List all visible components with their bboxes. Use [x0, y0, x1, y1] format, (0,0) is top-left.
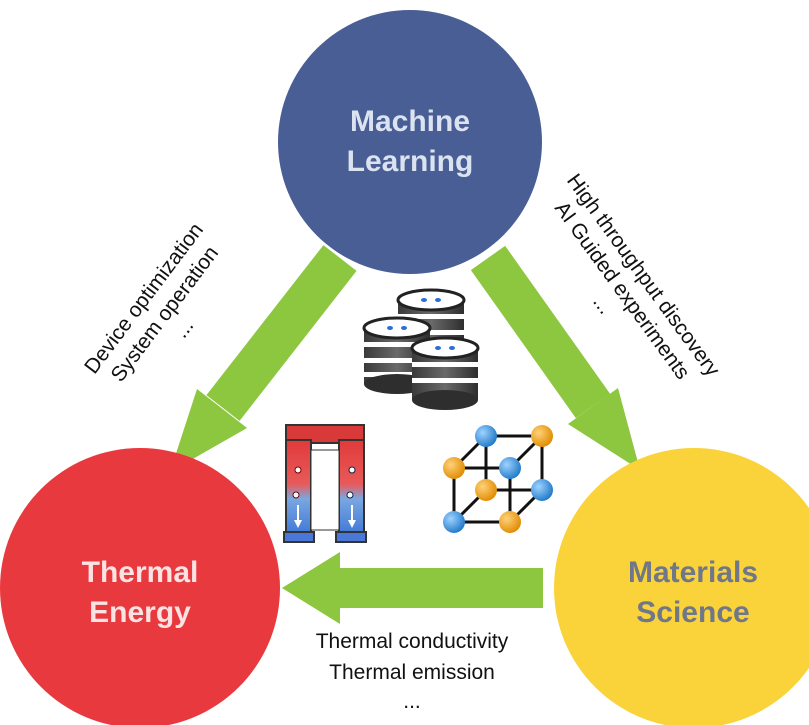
thermal-energy-label-line2: Energy — [89, 596, 191, 629]
thermal-energy-label-line1: Thermal — [82, 556, 199, 589]
machine-learning-node — [278, 10, 542, 274]
arrow-ml-to-thermal — [170, 245, 357, 472]
materials-science-label-line1: Materials — [628, 556, 758, 589]
thermal-energy-node — [0, 448, 280, 725]
edge-label-ellipsis: ... — [403, 690, 421, 713]
database-stack-icon — [362, 288, 480, 410]
edge-label-thermal-conductivity: Thermal conductivity — [316, 630, 509, 653]
machine-learning-label-line2: Learning — [347, 145, 474, 178]
crystal-lattice-icon — [443, 425, 553, 533]
materials-science-node — [554, 448, 809, 725]
arrow-ml-to-materials — [470, 245, 640, 470]
edge-label-materials-to-thermal: Thermal conductivity Thermal emission ..… — [316, 630, 509, 713]
thermoelectric-device-icon — [283, 424, 367, 543]
arrow-materials-to-thermal — [282, 552, 543, 624]
materials-science-label-line2: Science — [636, 596, 749, 629]
machine-learning-label-line1: Machine — [350, 105, 470, 138]
edge-label-thermal-emission: Thermal emission — [329, 661, 495, 684]
edge-label-high-throughput: High throughput discovery — [562, 170, 724, 381]
